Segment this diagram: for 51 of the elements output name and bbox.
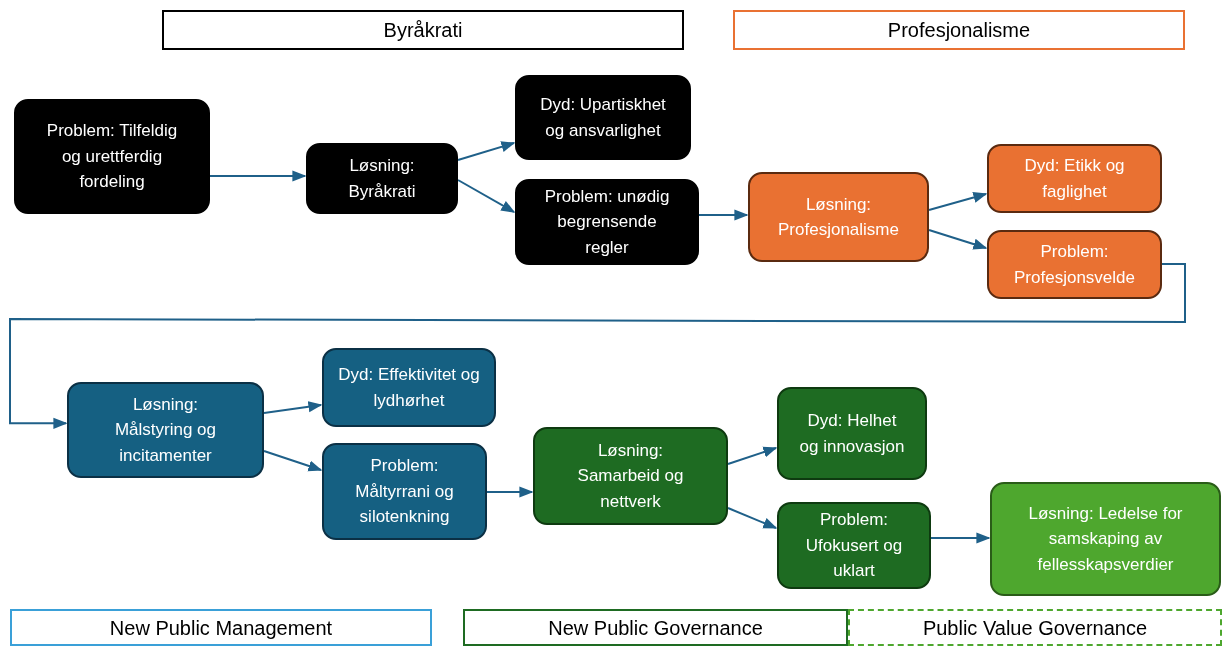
process-box [990, 482, 1221, 596]
box-text: Løsning: Samarbeid og nettverk [576, 439, 685, 513]
process-box [67, 382, 264, 478]
arrow [457, 179, 516, 213]
process-box [987, 144, 1162, 213]
box-text: Dyd: Etikk og faglighet [1023, 155, 1126, 203]
process-box [322, 443, 487, 540]
box-text: Løsning: Ledelse for samskaping av fellesskapsverdier [1027, 502, 1184, 576]
process-box [322, 348, 496, 427]
process-box [777, 387, 927, 480]
box-text: Public Value Governance [922, 615, 1148, 641]
arrow [928, 192, 988, 211]
process-box [777, 502, 931, 589]
stage-header [848, 609, 1222, 646]
arrow [727, 507, 778, 529]
process-box [987, 230, 1162, 299]
box-text: New Public Management [109, 615, 333, 641]
box-text: Dyd: Helhet og innovasjon [798, 410, 906, 458]
process-box [748, 172, 929, 262]
box-text: Løsning: Byråkrati [347, 155, 417, 203]
arrow [930, 532, 991, 544]
process-box [533, 427, 728, 525]
box-text: Dyd: Upartiskhet og ansvarlighet [539, 94, 667, 142]
arrow [209, 170, 307, 182]
box-text: Problem: Tilfeldig og urettferdig fordeling [45, 120, 179, 194]
box-text: New Public Governance [548, 615, 763, 641]
arrow [457, 141, 516, 161]
process-box [515, 75, 691, 160]
stage-header [733, 10, 1185, 50]
process-box [306, 143, 458, 214]
stage-header [10, 609, 432, 646]
stage-header [463, 609, 848, 646]
box-text: Profesjonalisme [887, 18, 1031, 43]
arrow [698, 209, 749, 221]
arrow [486, 486, 534, 498]
arrow [727, 446, 778, 465]
box-text: Problem: Måltyrrani og silotenkning [354, 455, 455, 529]
arrow [9, 263, 1186, 429]
process-box [515, 179, 699, 265]
box-text: Problem: Ufokusert og uklart [804, 509, 904, 583]
box-text: Problem: unødig begrensende regler [543, 185, 671, 259]
arrow [263, 450, 323, 472]
box-text: Problem: Profesjonsvelde [1013, 241, 1136, 289]
box-text: Byråkrati [383, 18, 463, 43]
box-text: Løsning: Målstyring og incitamenter [113, 393, 218, 467]
box-text: Dyd: Effektivitet og lydhørhet [338, 364, 480, 412]
arrow [928, 229, 988, 250]
arrow [263, 401, 323, 414]
stage-header [162, 10, 684, 50]
box-text: Løsning: Profesjonalisme [777, 193, 900, 241]
process-box [14, 99, 210, 214]
